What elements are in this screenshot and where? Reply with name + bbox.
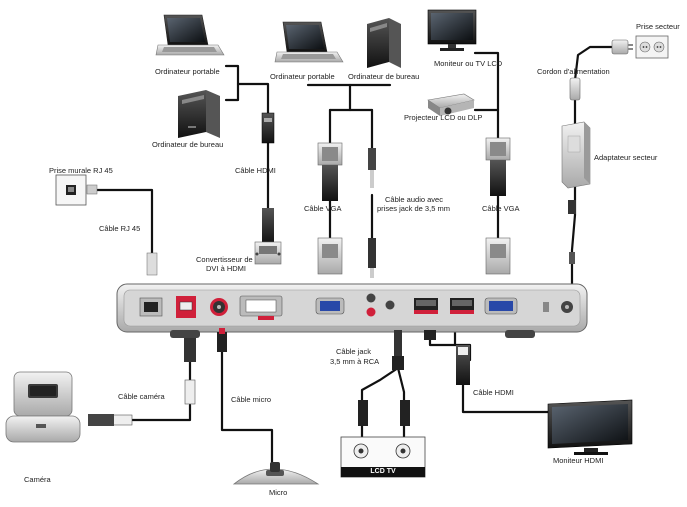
label-monitor-tv: Moniteur ou TV LCD [434,59,503,68]
dc-connector [568,200,576,264]
main-unit [116,283,588,338]
desktop-center [367,18,401,68]
label-hdmi-cable-top: Câble HDMI [235,166,276,175]
label-dvi-converter-2: DVI à HDMI [206,264,247,273]
label-rj45-wall: Prise murale RJ 45 [49,166,113,175]
label-projector: Projecteur LCD ou DLP [404,113,483,122]
mic-cable [220,343,274,464]
lcd-tv-tag: LCD TV [341,467,425,477]
label-vga-right: Câble VGA [482,204,520,213]
label-laptop-center: Ordinateur portable [270,72,335,81]
mic-connector [217,328,227,352]
label-jack-rca-1: Câble jack [336,347,372,356]
label-outlet: Prise secteur [636,22,680,31]
rj45-cable [90,188,154,257]
dvi-converter [254,208,282,265]
label-audio-cable-1: Câble audio avec [385,195,443,204]
bracket-left-cable [224,64,240,102]
power-plug [611,39,633,55]
hdmi-bottom-connectors [424,330,470,385]
label-mic: Micro [269,488,288,497]
power-cord-connector [569,77,581,101]
label-camera-cable: Câble caméra [118,392,165,401]
jack-rca-connectors [358,330,410,426]
label-audio-cable-2: prises jack de 3,5 mm [377,204,450,213]
label-rj45-cable: Câble RJ 45 [99,224,141,233]
rca-cable-right [396,366,406,404]
vga-right-connectors [485,137,511,275]
desktop-left [178,90,220,138]
label-hdmi-cable-bottom: Câble HDMI [473,388,514,397]
laptop-center [274,21,344,63]
camera-device [5,371,81,443]
projector [427,93,475,116]
rj45-connectors [86,184,158,276]
monitor-lcd [427,9,477,51]
label-mic-cable: Câble micro [231,395,272,404]
label-laptop-left: Ordinateur portable [155,67,220,76]
bracket-right-cable [473,51,500,112]
label-dvi-converter-1: Convertisseur de [196,255,253,264]
audio-jack-connectors [368,148,376,278]
label-power-cord: Cordon d'alimentation [537,67,610,76]
mic-device [232,462,320,485]
label-vga-left: Câble VGA [304,204,342,213]
hdmi-connector-top [261,112,275,144]
vga-left-connectors [317,142,343,275]
camera-cable-connectors [88,338,196,426]
camera-cable [128,403,192,422]
rj45-wall-plate [55,174,87,206]
power-outlet [635,35,669,59]
rca-cable-left [360,366,400,404]
label-power-adapter: Adaptateur secteur [594,153,658,162]
laptop-left [155,14,225,56]
hdmi-top-cable [236,82,270,117]
label-desktop-center: Ordinateur de bureau [348,72,420,81]
label-camera: Caméra [24,475,51,484]
label-hdmi-monitor: Moniteur HDMI [553,456,604,465]
label-jack-rca-2: 3,5 mm à RCA [330,357,380,366]
label-desktop-left: Ordinateur de bureau [152,140,224,149]
hdmi-monitor-device [547,399,633,455]
power-cord-cable [573,45,621,82]
power-adapter [561,121,591,189]
cables [90,45,621,464]
hdmi-bottom-cable [461,380,554,414]
